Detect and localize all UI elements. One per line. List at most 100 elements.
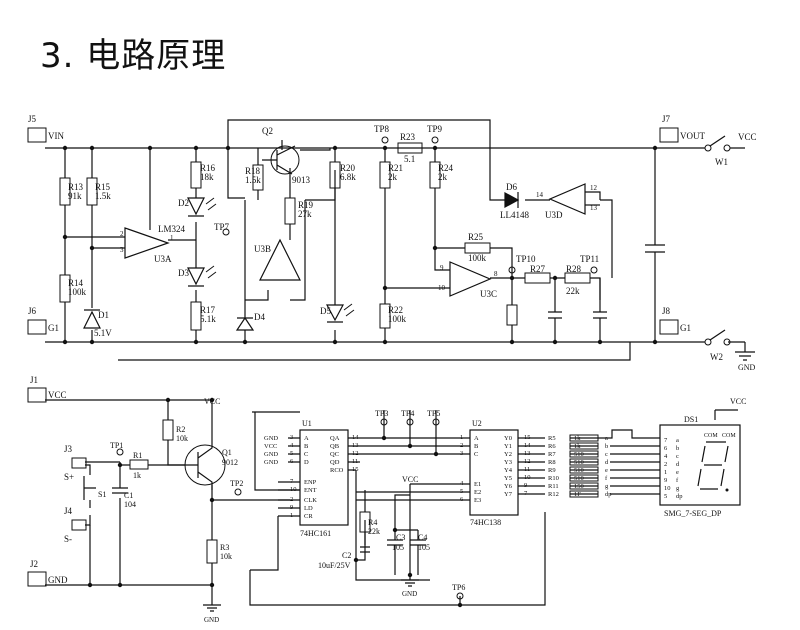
ic-u2 [469, 429, 519, 516]
label-j7: J7 [662, 114, 671, 124]
u2-pin-number: 6 [460, 496, 464, 503]
u2-pin-number: 14 [524, 442, 531, 449]
label-tp7: TP7 [214, 222, 230, 232]
opamp-u3c [449, 261, 492, 297]
label-u3d: U3D [545, 210, 563, 220]
label-w2: W2 [710, 352, 723, 362]
resistor-array-ref: R6 [548, 443, 556, 450]
label-tp5: TP5 [427, 409, 440, 418]
testpoint-tp3[interactable] [380, 418, 388, 426]
ground-icon [735, 342, 755, 361]
connector-j8[interactable] [659, 319, 679, 335]
switch-w2-contact [704, 338, 712, 346]
label-s-minus: S- [64, 534, 72, 544]
pin-9: 9 [440, 264, 444, 272]
testpoint-tp7[interactable] [222, 228, 230, 236]
connector-j4[interactable] [71, 519, 87, 531]
resistor-unlabeled [506, 304, 518, 326]
resistor-array-ref: R7 [548, 451, 556, 458]
led-d5-rays [343, 303, 355, 317]
testpoint-tp8[interactable] [381, 136, 389, 144]
pushbutton-s1[interactable] [83, 476, 96, 500]
label-c4: C4 [418, 533, 427, 542]
u1-pin-label: CR [304, 513, 313, 520]
connector-j5[interactable] [27, 127, 47, 143]
u2-pin-number: 12 [524, 458, 531, 465]
testpoint-tp6[interactable] [456, 592, 464, 600]
u2-pin-label: A [474, 435, 479, 442]
label-r23-value: 5.1 [404, 154, 415, 164]
label-r19-value: 27k [298, 209, 312, 219]
connector-j1[interactable] [27, 387, 47, 403]
segment-net-label: d [605, 459, 609, 466]
display-pin-number: 5 [664, 493, 667, 500]
resistor-array-value: 1k [574, 443, 581, 450]
label-d2: D2 [178, 198, 189, 208]
testpoint-tp4[interactable] [406, 418, 414, 426]
resistor-array-ref: R5 [548, 435, 556, 442]
u2-pin-number: 1 [460, 434, 463, 441]
pin-1: 1 [170, 234, 174, 242]
label-r17-value: 5.1k [200, 314, 216, 324]
resistor-r13 [59, 177, 71, 206]
pin-12: 12 [590, 184, 598, 192]
label-d3: D3 [178, 268, 189, 278]
switch-w1[interactable] [709, 135, 726, 147]
u1-pin-number: 15 [352, 466, 359, 473]
label-r4-value: 22k [368, 527, 380, 536]
connector-j3[interactable] [71, 457, 87, 469]
u2-pin-number: 2 [460, 442, 463, 449]
resistor-r18 [252, 164, 264, 191]
label-r24: R24 [438, 163, 454, 173]
u2-pin-label: Y0 [504, 435, 512, 442]
label-r28: R28 [566, 264, 582, 274]
testpoint-tp11[interactable] [590, 266, 598, 274]
led-d2-rays [205, 197, 217, 211]
resistor-array-ref: R11 [548, 483, 559, 490]
label-d6: D6 [506, 182, 517, 192]
resistor-array-ref: R9 [548, 467, 556, 474]
label-u3b: U3B [254, 244, 271, 254]
resistor-array-value: 1F [574, 491, 581, 498]
label-j6: J6 [28, 306, 37, 316]
label-j2: J2 [30, 559, 38, 569]
u2-pin-label: Y5 [504, 475, 512, 482]
testpoint-tp10[interactable] [508, 266, 516, 274]
label-r15: R15 [95, 182, 111, 192]
u2-pin-number: 15 [524, 434, 531, 441]
lower-circuit-labels: J1 VCC J3 S+ J4 S- J2 GND TP1 R1 1k S1 C… [30, 375, 746, 624]
resistor-r25 [464, 242, 491, 254]
display-segment-label: b [676, 445, 679, 452]
label-gnd-right: GND [738, 363, 756, 372]
connector-j7[interactable] [659, 127, 679, 143]
u1-pin-number: 4 [290, 442, 294, 449]
junction-dots [62, 145, 658, 345]
testpoint-tp2[interactable] [234, 488, 242, 496]
label-r2: R2 [176, 425, 185, 434]
led-d5 [326, 304, 344, 323]
resistor-r23 [397, 142, 423, 154]
testpoint-tp9[interactable] [431, 136, 439, 144]
testpoint-tp5[interactable] [432, 418, 440, 426]
u1-pin-number: 14 [352, 434, 359, 441]
resistor-r24 [429, 161, 441, 189]
u1-pin-number: 11 [352, 458, 358, 465]
label-j4: J4 [64, 506, 73, 516]
testpoint-tp1[interactable] [116, 448, 124, 456]
u2-pin-label: Y6 [504, 483, 513, 490]
label-q1-part: 9012 [222, 458, 238, 467]
ground-icon [401, 575, 419, 587]
display-pin-number: 9 [664, 477, 667, 484]
u1-pin-label: C [304, 451, 308, 458]
resistor-r21 [379, 161, 391, 189]
switch-w1-contact [704, 144, 712, 152]
connector-j2[interactable] [27, 571, 47, 587]
connector-j6[interactable] [27, 319, 47, 335]
label-u3a-part: LM324 [158, 224, 186, 234]
u1-pin-label: QC [330, 451, 339, 458]
led-d2 [187, 197, 205, 217]
label-j3: J3 [64, 444, 73, 454]
resistor-array-element [569, 434, 599, 442]
pin-2: 2 [120, 230, 124, 238]
switch-w2[interactable] [709, 329, 726, 341]
